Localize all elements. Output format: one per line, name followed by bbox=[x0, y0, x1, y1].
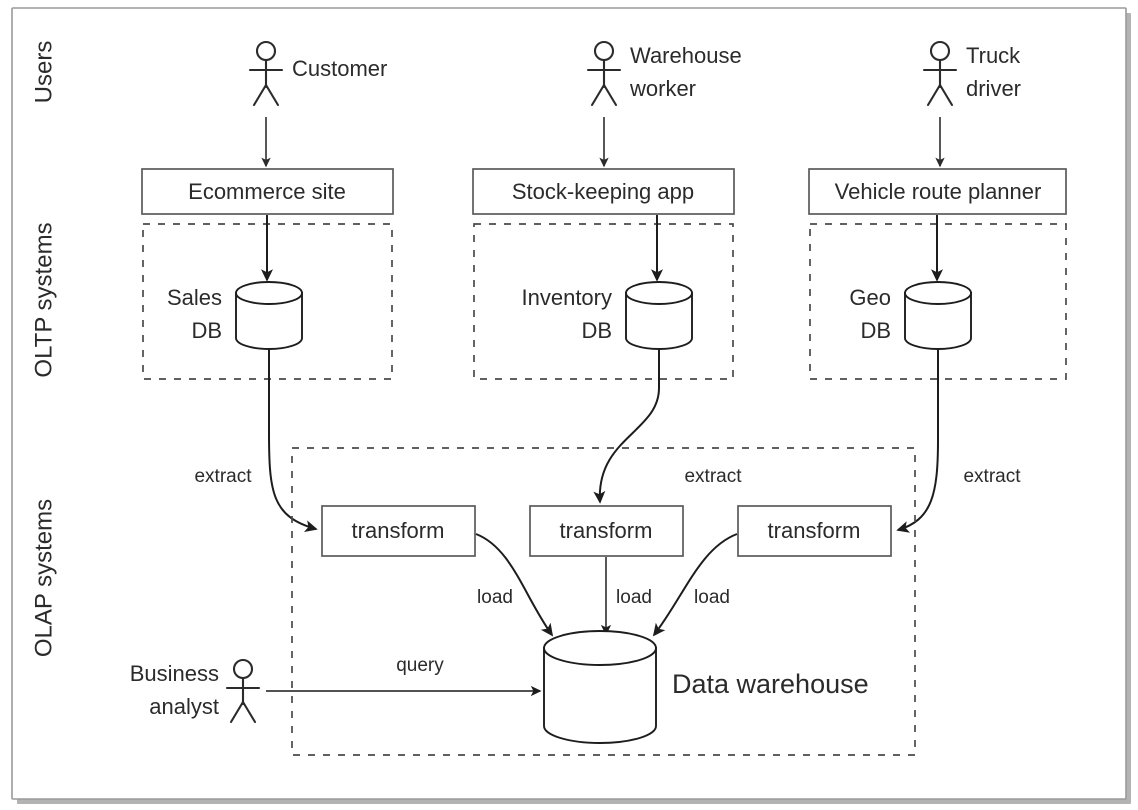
actor-truck-driver: Truck driver bbox=[922, 40, 1021, 107]
db-inventory-db[interactable] bbox=[625, 281, 693, 350]
db-label-inventory-db-line2: DB bbox=[581, 318, 612, 343]
db-label-geo-db-line2: DB bbox=[860, 318, 891, 343]
actor-leg-left-icon bbox=[229, 700, 245, 724]
actor-leg-right-icon bbox=[938, 83, 954, 107]
warehouse-cylinder-body-icon bbox=[543, 647, 657, 744]
row-label-olap-systems: OLAP systems bbox=[30, 499, 57, 657]
edge-label-extract-1: extract bbox=[194, 466, 252, 487]
db-sales-db[interactable] bbox=[235, 281, 303, 350]
row-label-oltp-systems: OLTP systems bbox=[30, 222, 57, 377]
node-vehicle-route-planner[interactable] bbox=[808, 168, 1067, 215]
actor-leg-right-icon bbox=[602, 83, 618, 107]
edge-label-load-1: load bbox=[477, 587, 513, 608]
node-label-stock-keeping-app: Stock-keeping app bbox=[512, 179, 694, 204]
db-geo-db[interactable] bbox=[904, 281, 972, 350]
edge-load-3 bbox=[652, 533, 738, 637]
db-data-warehouse[interactable] bbox=[543, 630, 657, 744]
db-label-sales-db-line2: DB bbox=[191, 318, 222, 343]
db-cylinder-body-icon bbox=[235, 292, 303, 350]
warehouse-cylinder-top-icon bbox=[543, 630, 657, 666]
node-label-vehicle-route-planner: Vehicle route planner bbox=[835, 179, 1042, 204]
db-label-inventory-db-line1: Inventory bbox=[522, 285, 613, 310]
actor-leg-left-icon bbox=[926, 83, 942, 107]
actor-label-business-analyst-line1: Business bbox=[130, 661, 219, 686]
edge-extract-inventory bbox=[593, 349, 660, 504]
node-label-transform-3: transform bbox=[768, 518, 861, 543]
node-transform-3[interactable] bbox=[737, 505, 892, 557]
node-transform-2[interactable] bbox=[529, 505, 684, 557]
actor-business-analyst: Business analyst bbox=[130, 658, 261, 724]
node-stock-keeping-app[interactable] bbox=[472, 168, 735, 215]
actor-warehouse-worker: Warehouse worker bbox=[586, 40, 742, 107]
node-ecommerce-site[interactable] bbox=[141, 168, 394, 215]
node-label-transform-2: transform bbox=[560, 518, 653, 543]
actor-leg-right-icon bbox=[264, 83, 280, 107]
db-cylinder-top-icon bbox=[904, 281, 972, 305]
db-cylinder-top-icon bbox=[625, 281, 693, 305]
actor-label-business-analyst-line2: analyst bbox=[149, 694, 219, 719]
actor-customer: Customer bbox=[248, 40, 387, 107]
node-label-transform-1: transform bbox=[352, 518, 445, 543]
db-label-sales-db-line1: Sales bbox=[167, 285, 222, 310]
actor-label-warehouse-worker-line1: Warehouse bbox=[630, 43, 742, 68]
edge-label-query: query bbox=[396, 655, 444, 676]
group-oltp-inventory bbox=[473, 223, 734, 380]
warehouse-label: Data warehouse bbox=[672, 669, 869, 699]
db-label-geo-db-line1: Geo bbox=[849, 285, 891, 310]
actor-leg-left-icon bbox=[252, 83, 268, 107]
actor-label-truck-driver-line2: driver bbox=[966, 76, 1021, 101]
edge-label-load-3: load bbox=[694, 587, 730, 608]
actor-leg-right-icon bbox=[241, 700, 257, 724]
edge-label-load-2: load bbox=[616, 587, 652, 608]
edge-extract-sales bbox=[268, 349, 318, 532]
actor-leg-left-icon bbox=[590, 83, 606, 107]
actor-label-truck-driver-line1: Truck bbox=[966, 43, 1021, 68]
edge-load-1 bbox=[475, 533, 554, 637]
db-cylinder-body-icon bbox=[904, 292, 972, 350]
row-label-users: Users bbox=[30, 41, 57, 104]
edge-label-extract-2: extract bbox=[684, 466, 742, 487]
actor-label-warehouse-worker-line2: worker bbox=[629, 76, 696, 101]
group-oltp-geo bbox=[809, 223, 1067, 380]
edge-extract-geo bbox=[896, 349, 939, 533]
actor-label-customer: Customer bbox=[292, 56, 387, 81]
node-label-ecommerce-site: Ecommerce site bbox=[188, 179, 346, 204]
db-cylinder-body-icon bbox=[625, 292, 693, 350]
edge-label-extract-3: extract bbox=[963, 466, 1021, 487]
db-cylinder-top-icon bbox=[235, 281, 303, 305]
node-transform-1[interactable] bbox=[321, 505, 476, 557]
